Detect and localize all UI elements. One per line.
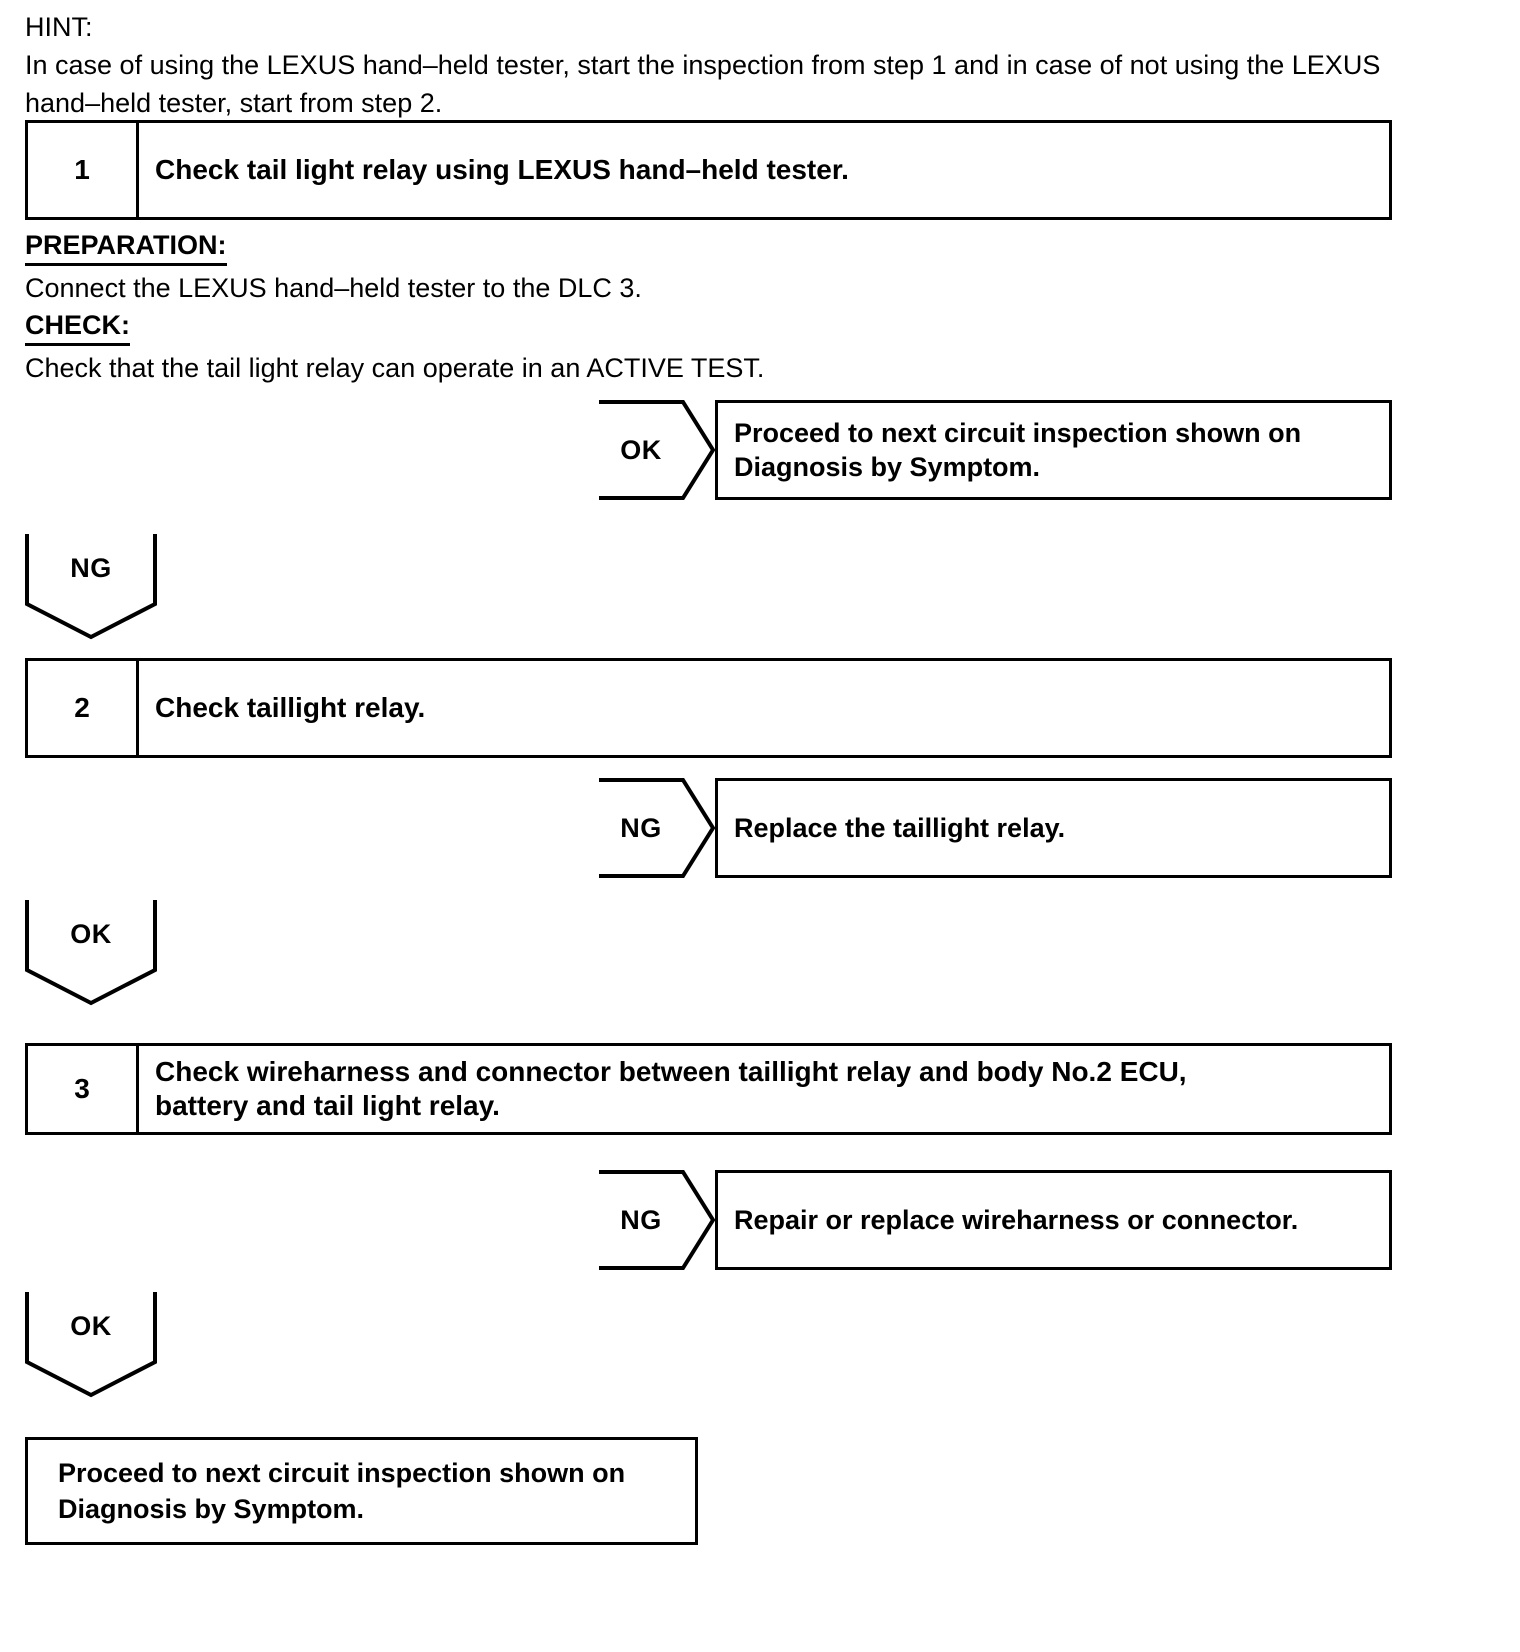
judgement-ok-step1: OK — [597, 400, 715, 500]
hint-body: In case of using the LEXUS hand–held tes… — [25, 50, 1381, 118]
step-title-2-text: Check taillight relay. — [155, 692, 426, 723]
chevron-right-shape — [599, 400, 715, 500]
step-title-1-text: Check tail light relay using LEXUS hand–… — [155, 154, 849, 185]
judgement-ok-step2-label: OK — [70, 918, 112, 949]
judgement-ng-step3-label: NG — [620, 1204, 662, 1235]
result-box-step2-ng: Replace the taillight relay. — [715, 778, 1392, 878]
judgement-ng-step2-label: NG — [620, 812, 662, 843]
step-title-2: Check taillight relay. — [139, 661, 1389, 755]
step-box-1: 1 Check tail light relay using LEXUS han… — [25, 120, 1392, 220]
judgement-ok-step1-label: OK — [620, 434, 662, 465]
preparation-heading: PREPARATION: — [25, 228, 227, 266]
step-title-3-lines: Check wireharness and connector between … — [155, 1055, 1187, 1123]
judgement-ng-step1: NG — [25, 532, 157, 640]
judgement-ng-step2: NG — [597, 778, 715, 878]
preparation-body: Connect the LEXUS hand–held tester to th… — [25, 273, 642, 303]
check-body: Check that the tail light relay can oper… — [25, 353, 765, 383]
result-box-step3-ng-text: Repair or replace wireharness or connect… — [734, 1205, 1299, 1235]
chevron-down-shape — [25, 534, 157, 640]
step-number-1: 1 — [28, 123, 139, 217]
result-box-step3-ng: Repair or replace wireharness or connect… — [715, 1170, 1392, 1270]
step-title-3: Check wireharness and connector between … — [139, 1046, 1389, 1132]
result-box-step1-ok-text: Proceed to next circuit inspection shown… — [734, 416, 1301, 484]
chevron-right-shape — [599, 778, 715, 878]
judgement-ok-step3-label: OK — [70, 1310, 112, 1341]
judgement-ng-step3: NG — [597, 1170, 715, 1270]
result-box-step1-ok: Proceed to next circuit inspection shown… — [715, 400, 1392, 500]
chevron-down-shape — [25, 1292, 157, 1398]
step-number-2: 2 — [28, 661, 139, 755]
chevron-right-shape — [599, 1170, 715, 1270]
judgement-ok-step2: OK — [25, 898, 157, 1006]
hint-label: HINT: — [25, 12, 93, 42]
step-title-1: Check tail light relay using LEXUS hand–… — [139, 123, 1389, 217]
final-result-box: Proceed to next circuit inspection shown… — [25, 1437, 698, 1545]
hint-block: HINT: In case of using the LEXUS hand–he… — [25, 8, 1395, 122]
final-result-line1: Proceed to next circuit inspection shown… — [58, 1458, 626, 1488]
check-section: CHECK: Check that the tail light relay c… — [25, 308, 1025, 386]
step-number-3: 3 — [28, 1046, 139, 1132]
step-box-2: 2 Check taillight relay. — [25, 658, 1392, 758]
judgement-ok-step3: OK — [25, 1290, 157, 1398]
step-title-3-line1: Check wireharness and connector between … — [155, 1056, 1187, 1087]
step-title-3-line2: battery and tail light relay. — [155, 1090, 500, 1121]
chevron-down-shape — [25, 900, 157, 1006]
result-line-1: Proceed to next circuit inspection shown… — [734, 418, 1302, 448]
judgement-ng-step1-label: NG — [70, 552, 112, 583]
result-line-2: Diagnosis by Symptom. — [734, 452, 1041, 482]
final-result-line2: Diagnosis by Symptom. — [58, 1494, 365, 1524]
preparation-section: PREPARATION: Connect the LEXUS hand–held… — [25, 228, 1025, 306]
step-box-3: 3 Check wireharness and connector betwee… — [25, 1043, 1392, 1135]
check-heading: CHECK: — [25, 308, 130, 346]
result-box-step2-ng-text: Replace the taillight relay. — [734, 813, 1066, 843]
